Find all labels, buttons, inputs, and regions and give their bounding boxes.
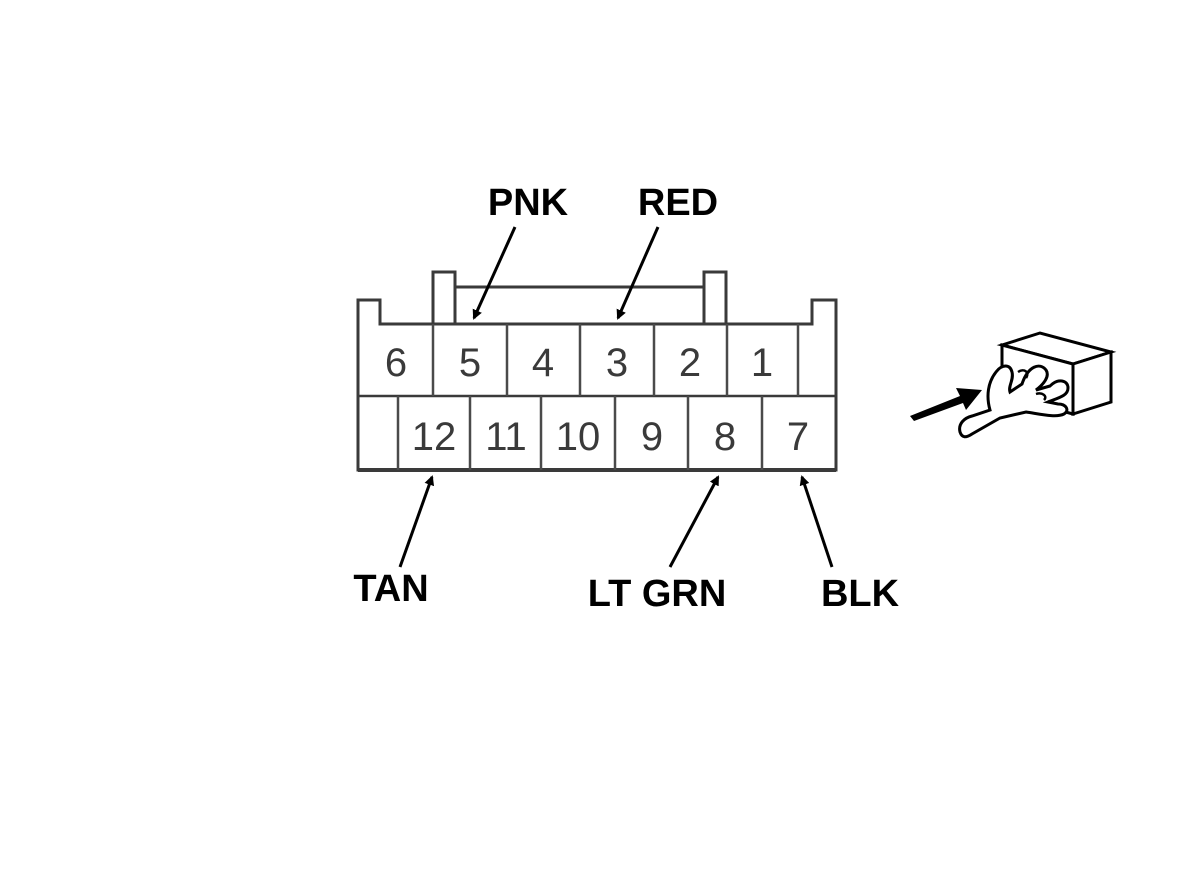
arrow-red-to-pin-3 [616, 226, 660, 320]
pin-4-label: 4 [532, 341, 554, 385]
latch-right-post [702, 270, 728, 326]
arrow-pnk-to-pin-5 [472, 226, 517, 320]
wire-label-blk: BLK [821, 573, 900, 615]
pin-12-label: 12 [412, 415, 457, 459]
pin-10-label: 10 [556, 415, 601, 459]
latch-left-post [431, 270, 457, 326]
pin-2-label: 2 [679, 341, 701, 385]
arrow-tan-to-pin-12 [398, 475, 435, 568]
pin-3-label: 3 [606, 341, 628, 385]
wire-label-lt-grn: LT GRN [588, 573, 727, 615]
pin-6-label: 6 [385, 341, 407, 385]
arrow-lt-grn-to-pin-8 [668, 475, 720, 568]
pin-7-label: 7 [787, 415, 809, 459]
arrow-blk-to-pin-7 [799, 475, 834, 568]
pin-1-label: 1 [751, 341, 773, 385]
connector-housing [356, 298, 838, 472]
wire-label-tan: TAN [353, 568, 428, 610]
pin-11-label: 11 [485, 415, 527, 459]
hand-pushing-connector-icon [910, 331, 1117, 439]
wire-label-pnk: PNK [488, 182, 569, 224]
push-arrow-icon [910, 388, 982, 421]
pin-5-label: 5 [459, 341, 481, 385]
wire-label-red: RED [638, 182, 718, 224]
pin-8-label: 8 [714, 415, 736, 459]
connector-body [356, 270, 838, 472]
pin-9-label: 9 [641, 415, 663, 459]
